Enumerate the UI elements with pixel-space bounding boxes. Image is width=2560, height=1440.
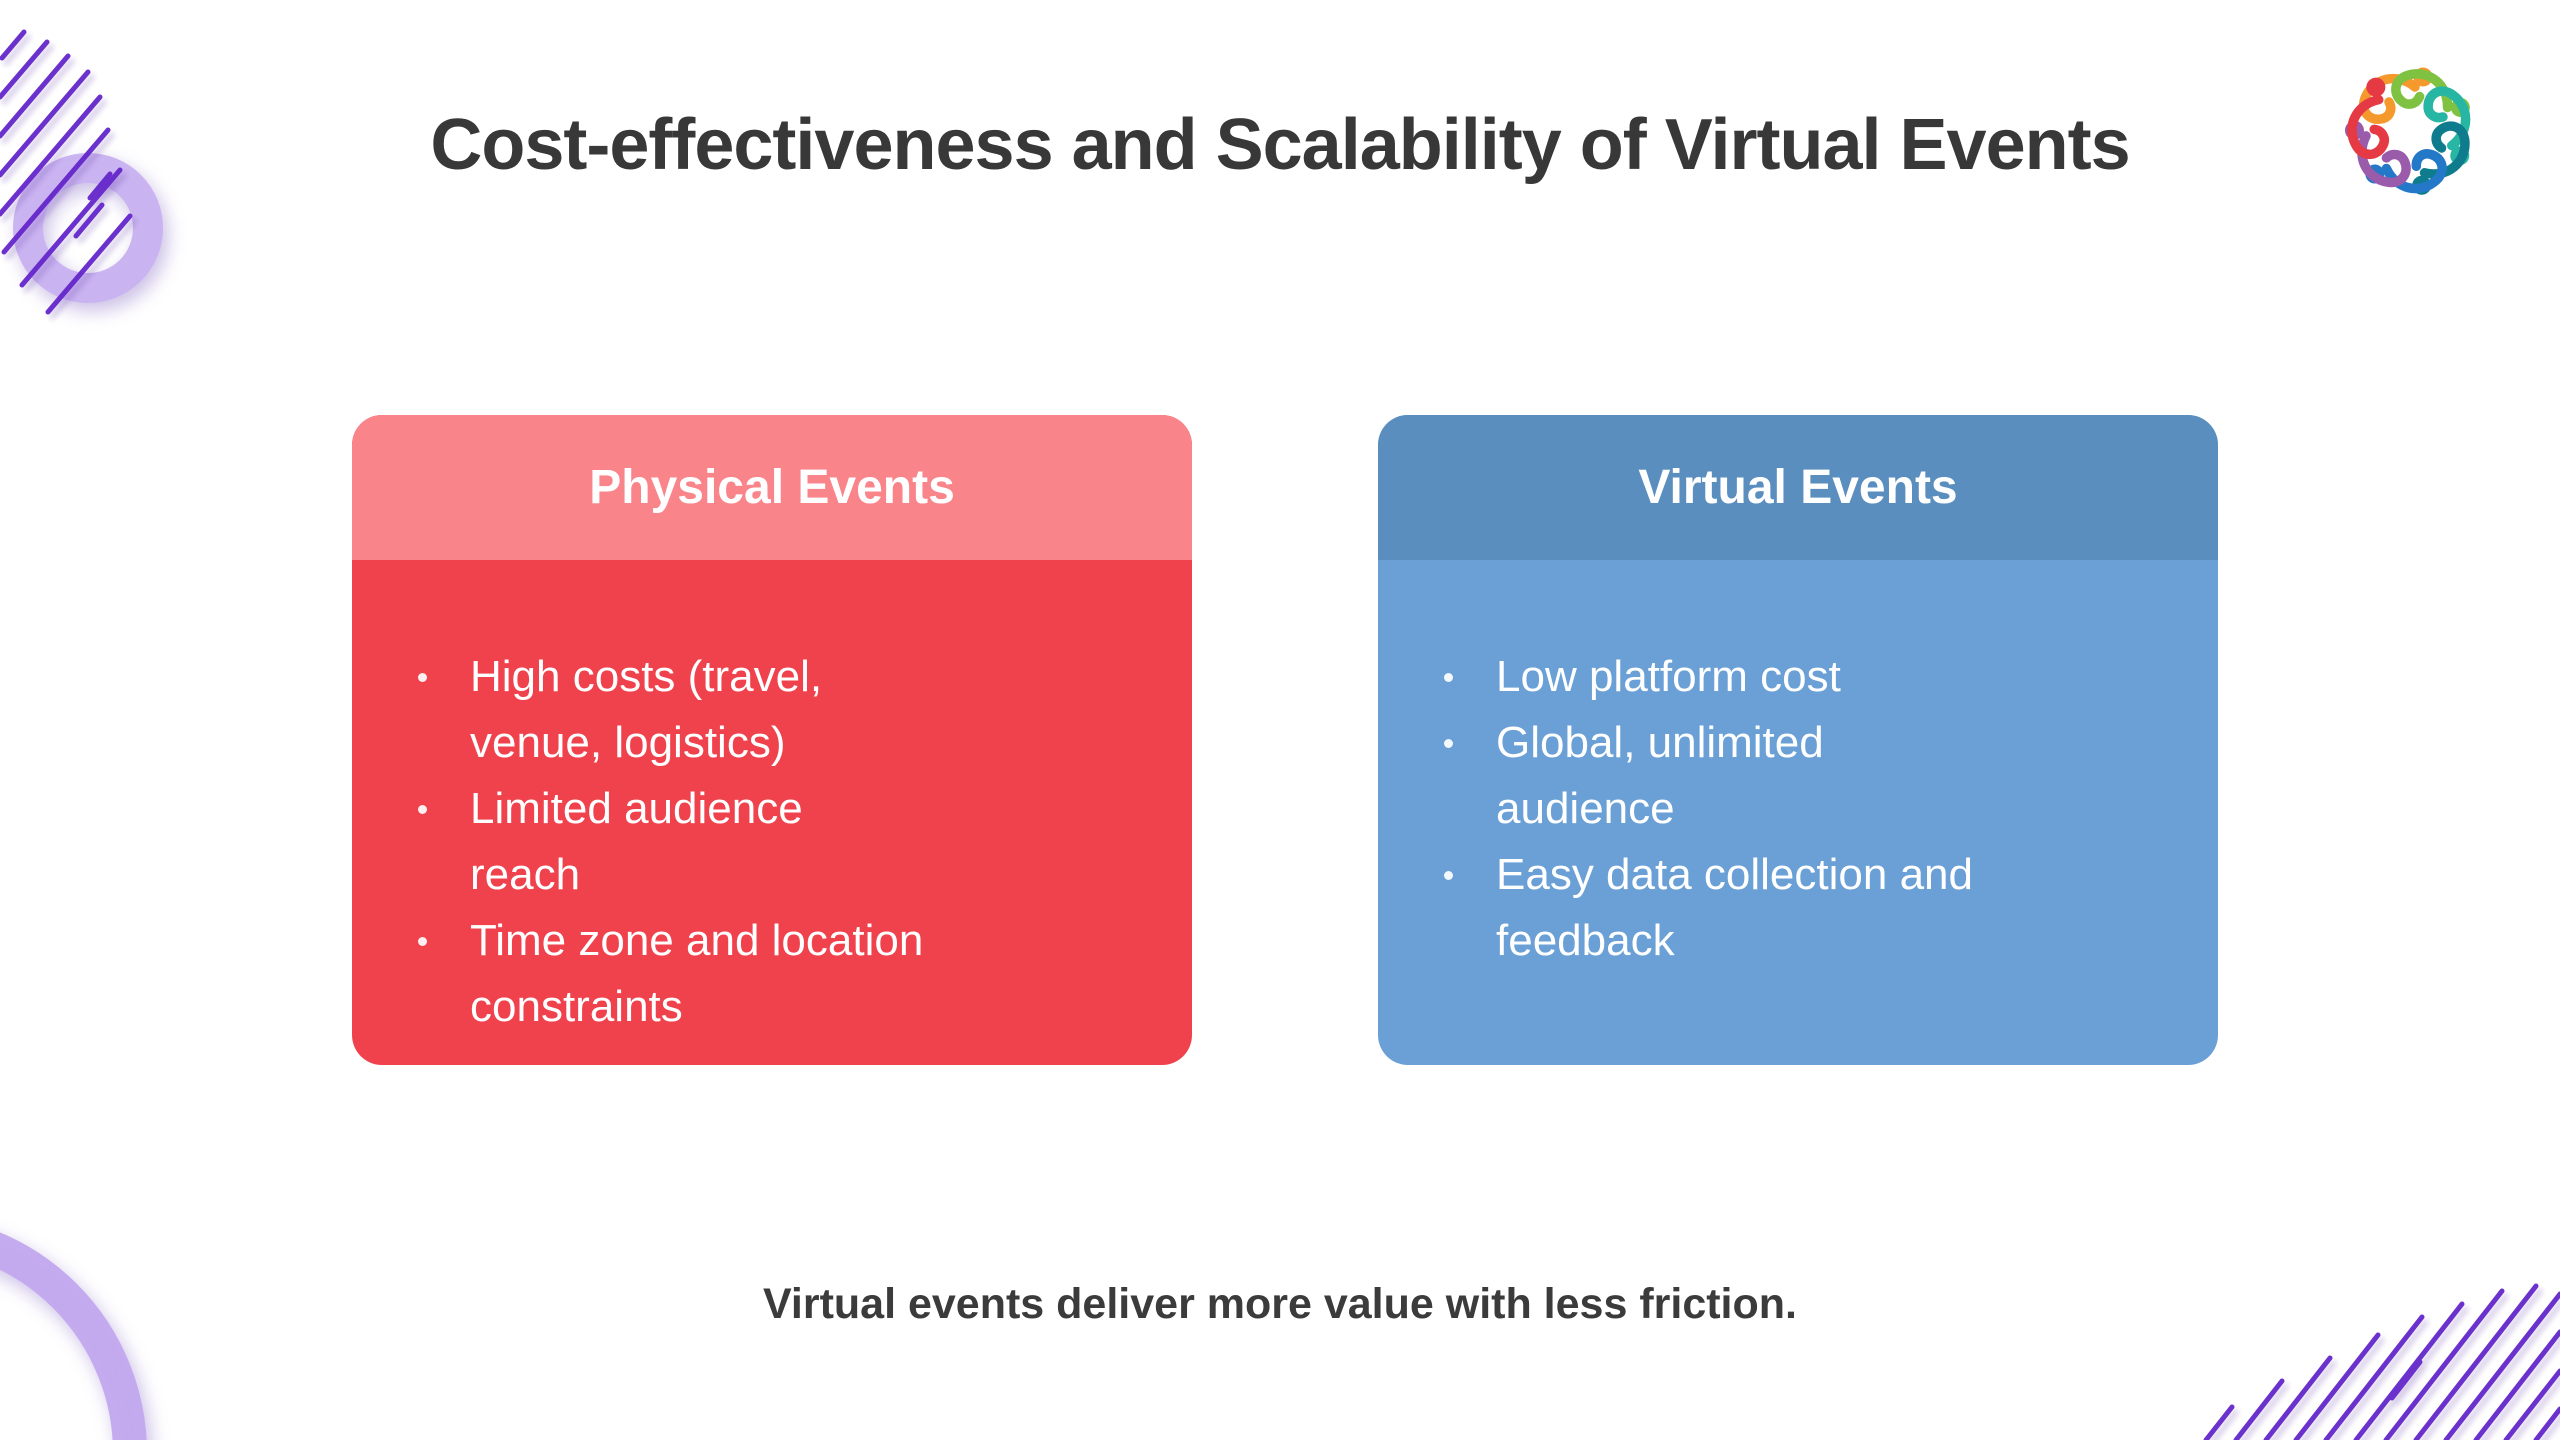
- bullet-item: Easy data collection and feedback: [1440, 842, 2182, 974]
- bullet-item: Limited audience reach: [414, 776, 1156, 908]
- arc-decoration-bottom-left: [0, 1232, 147, 1440]
- ring-decoration-top-left: [13, 153, 163, 303]
- bullet-item: High costs (travel, venue, logistics): [414, 644, 1156, 776]
- bullet-item: Global, unlimited audience: [1440, 710, 2182, 842]
- card-virtual-events: Virtual Events Low platform cost Global,…: [1378, 415, 2218, 1065]
- person-figure-red: [2347, 77, 2389, 160]
- bullet-list-physical: High costs (travel, venue, logistics) Li…: [352, 560, 1192, 1040]
- card-physical-events-header: Physical Events: [352, 415, 1192, 560]
- page-title: Cost-effectiveness and Scalability of Vi…: [430, 105, 2130, 185]
- card-virtual-events-title: Virtual Events: [1638, 461, 1958, 514]
- bullet-list-virtual: Low platform cost Global, unlimited audi…: [1378, 560, 2218, 974]
- card-virtual-events-header: Virtual Events: [1378, 415, 2218, 560]
- bullet-item: Low platform cost: [1440, 644, 2182, 710]
- card-physical-events: Physical Events High costs (travel, venu…: [352, 415, 1192, 1065]
- tagline: Virtual events deliver more value with l…: [763, 1280, 1797, 1328]
- card-physical-events-title: Physical Events: [589, 461, 955, 514]
- bullet-item: Time zone and location constraints: [414, 908, 1156, 1040]
- community-people-logo: [2344, 67, 2471, 195]
- card-virtual-events-body: Low platform cost Global, unlimited audi…: [1378, 560, 2218, 1065]
- card-physical-events-body: High costs (travel, venue, logistics) Li…: [352, 560, 1192, 1065]
